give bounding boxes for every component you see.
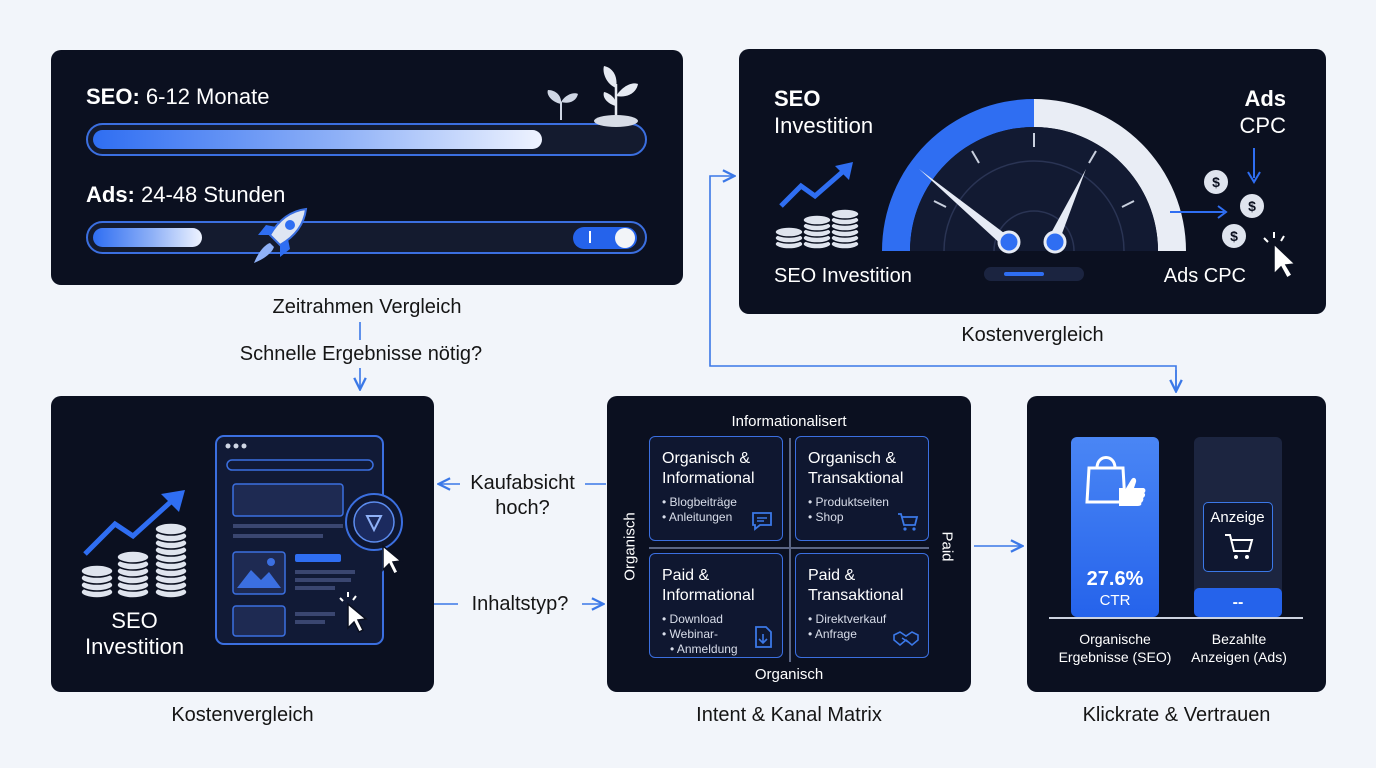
seo-timeframe-fill — [93, 130, 542, 149]
paid-ctr-value: -- — [1232, 594, 1244, 611]
ads-timeframe-fill — [93, 228, 202, 247]
growth-chart-icon — [774, 162, 860, 250]
matrix-horizontal-divider — [649, 547, 929, 549]
timeframe-caption: Zeitrahmen Vergleich — [272, 296, 462, 318]
svg-text:$: $ — [1248, 198, 1256, 214]
rocket-icon — [254, 207, 308, 263]
matrix-caption: Intent & Kanal Matrix — [696, 704, 882, 726]
question-fast-results: Schnelle Ergebnisse nötig? — [239, 343, 483, 365]
plant-icon — [547, 66, 638, 127]
svg-text:$: $ — [1212, 174, 1220, 190]
gauge-ads-bottom-label: Ads CPC — [1163, 265, 1246, 287]
matrix-cell-organic-transactional: Organisch &Transaktional ProduktseitenSh… — [795, 436, 929, 541]
seo-timeframe-bar — [86, 123, 647, 156]
cart-icon — [898, 513, 919, 531]
ads-timeframe-label: Ads: 24-48 Stunden — [86, 182, 286, 207]
download-file-icon — [755, 626, 772, 648]
paid-ctr-bar-fill — [1194, 588, 1282, 617]
browser-window-icon — [215, 435, 403, 645]
matrix-bottom-axis: Organisch — [754, 666, 824, 683]
ctr-caption: Klickrate & Vertrauen — [1082, 704, 1271, 726]
matrix-cell-paid-transactional: Paid &Transaktional DirektverkaufAnfrage — [795, 553, 929, 658]
ad-badge: Anzeige — [1203, 502, 1273, 572]
cost-gauge — [882, 99, 1186, 281]
matrix-cell-organic-informational: Organisch &Informational BlogbeiträgeAnl… — [649, 436, 783, 541]
ads-timeframe-bar — [86, 221, 647, 254]
chat-icon — [752, 512, 772, 531]
svg-text:$: $ — [1230, 228, 1238, 244]
matrix-cell-paid-informational: Paid &Informational DownloadWebinar-Anme… — [649, 553, 783, 658]
cost-browser-caption: Kostenvergleich — [171, 704, 314, 726]
gauge-seo-bottom-label: SEO Investition — [774, 265, 912, 287]
timeframe-panel: SEO: 6-12 Monate Ads: 24-48 Stunden — [51, 50, 683, 285]
toggle-knob — [615, 228, 635, 248]
coins-cursor-icon: $ $ $ — [1170, 148, 1297, 280]
ad-badge-label: Anzeige — [1210, 509, 1265, 526]
growth-chart-icon — [80, 490, 188, 599]
cart-icon — [1225, 534, 1254, 559]
organic-ctr-value: 27.6% — [1086, 568, 1144, 590]
shopping-bag-like-icon — [1085, 456, 1146, 506]
ctr-baseline — [1049, 617, 1303, 619]
matrix-left-axis: Organisch — [621, 512, 639, 581]
matrix-top-axis: Informationalisert — [731, 413, 847, 430]
seo-timeframe-label: SEO: 6-12 Monate — [86, 84, 270, 109]
organic-ctr-unit: CTR — [1099, 592, 1131, 609]
matrix-right-axis: Paid — [938, 531, 956, 562]
cost-gauge-caption: Kostenvergleich — [961, 324, 1104, 346]
intent-matrix-panel: Informationalisert Organisch Organisch P… — [607, 396, 971, 692]
handshake-icon — [893, 631, 919, 647]
ads-toggle[interactable] — [573, 227, 637, 249]
question-content-type: Inhaltstyp? — [471, 593, 569, 615]
matrix-vertical-divider — [789, 438, 791, 662]
